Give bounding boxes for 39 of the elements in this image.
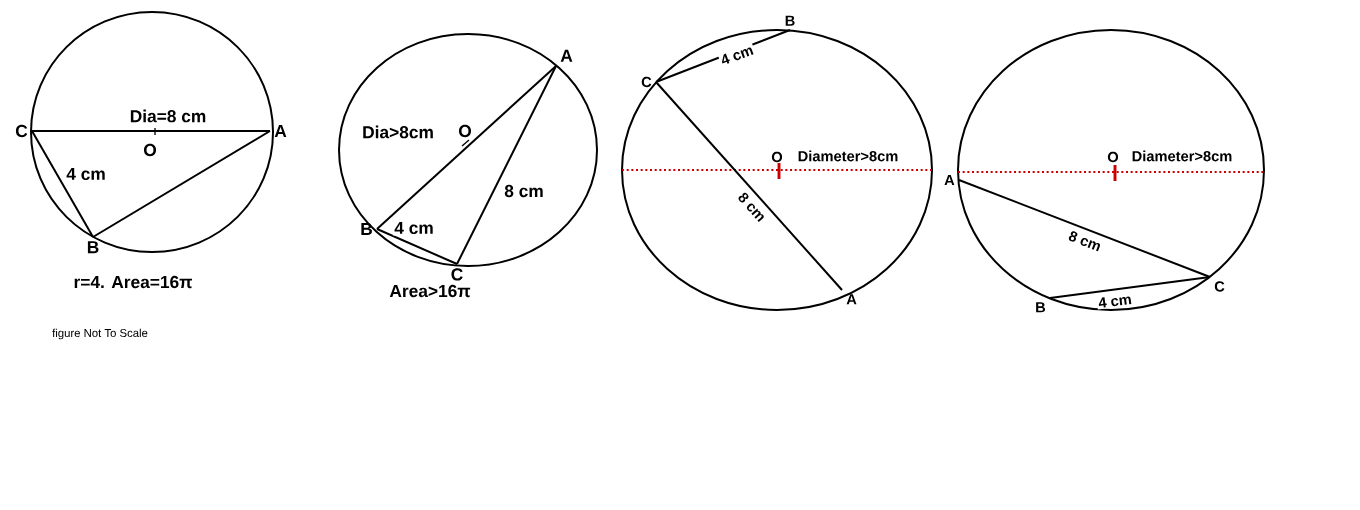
point-label: C xyxy=(641,76,652,88)
edge-label: 4 cm xyxy=(64,166,108,182)
edge-label: Dia=8 cm xyxy=(128,108,208,124)
line-segment xyxy=(92,130,271,238)
point-label: O xyxy=(1107,151,1119,163)
edge-label: 4 cm xyxy=(392,220,436,236)
diameter-note: Dia>8cm xyxy=(363,125,433,139)
scale-note: figure Not To Scale xyxy=(52,328,148,340)
line-segment xyxy=(31,130,271,132)
point-label: O xyxy=(459,124,472,138)
point-label: C xyxy=(1214,281,1225,292)
area-note: r=4. Area=16π xyxy=(74,275,192,289)
edge-label: 8 cm xyxy=(502,183,546,199)
point-label: A xyxy=(846,294,857,305)
point-label: O xyxy=(144,143,157,157)
line-segment xyxy=(31,130,94,238)
point-label: B xyxy=(785,15,795,26)
line-segment xyxy=(655,81,843,291)
edge-label: 4 cm xyxy=(717,42,757,68)
edge-label: 4 cm xyxy=(1096,292,1134,310)
line-segment xyxy=(1049,276,1211,299)
line-segment xyxy=(958,179,1211,278)
point-label: A xyxy=(560,49,573,62)
diameter-note: Diameter>8cm xyxy=(798,150,898,162)
line-segment xyxy=(376,228,458,265)
point-label: O xyxy=(771,151,783,163)
point-label: B xyxy=(87,241,99,254)
diameter-note: Diameter>8cm xyxy=(1132,150,1232,162)
point-label: C xyxy=(451,268,463,281)
point-label: A xyxy=(944,174,955,186)
point-label: A xyxy=(274,125,287,137)
point-label: B xyxy=(361,223,372,235)
point-label: C xyxy=(15,124,28,138)
line-segment xyxy=(456,65,557,265)
edge-label: 8 cm xyxy=(735,189,769,225)
edge-label: 8 cm xyxy=(1065,228,1105,254)
line-segment xyxy=(376,65,557,230)
point-label: B xyxy=(1036,302,1046,313)
area-note: Area>16π xyxy=(389,284,471,298)
